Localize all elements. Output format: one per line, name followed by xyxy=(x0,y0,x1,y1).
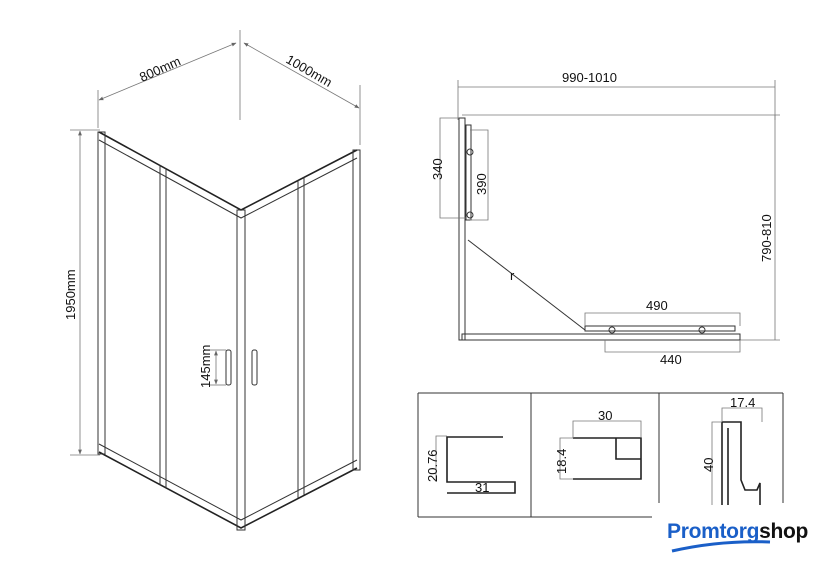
handle-label: 145mm xyxy=(198,345,213,388)
profile-2-width: 30 xyxy=(598,408,612,423)
height-label: 1950mm xyxy=(63,269,78,320)
side-a-label: 340 xyxy=(430,158,445,180)
logo-part-2: shop xyxy=(759,520,809,543)
door-a-label: 490 xyxy=(646,298,668,313)
plan-view: 990-1010 790-810 r 340 390 490 440 xyxy=(430,70,780,367)
profile-3-height: 40 xyxy=(701,458,716,472)
profile-1-height: 20.76 xyxy=(425,449,440,482)
outer-depth-label: 790-810 xyxy=(759,214,774,262)
logo-part-1: Promtorg xyxy=(667,520,760,543)
profile-1-width: 31 xyxy=(475,480,489,495)
handle-right xyxy=(251,349,258,386)
profile-sections: 20.76 31 30 18.4 17.4 40 xyxy=(417,392,784,518)
side-b-label: 390 xyxy=(474,173,489,195)
handle-left xyxy=(225,349,232,386)
width-label: 800mm xyxy=(137,53,183,84)
logo-swoosh xyxy=(671,540,771,553)
isometric-view: 800mm 1000mm 1950mm 145mm xyxy=(63,30,361,531)
profile-2-height: 18.4 xyxy=(554,449,569,474)
depth-label: 1000mm xyxy=(284,52,335,90)
width-dimension-line xyxy=(98,42,237,101)
depth-dimension-line xyxy=(243,42,360,109)
door-b-label: 440 xyxy=(660,352,682,367)
radius-label: r xyxy=(510,268,515,283)
profile-3-width: 17.4 xyxy=(730,395,755,410)
promtorgshop-logo: Promtorgshop xyxy=(667,520,808,544)
outer-width-label: 990-1010 xyxy=(562,70,617,85)
